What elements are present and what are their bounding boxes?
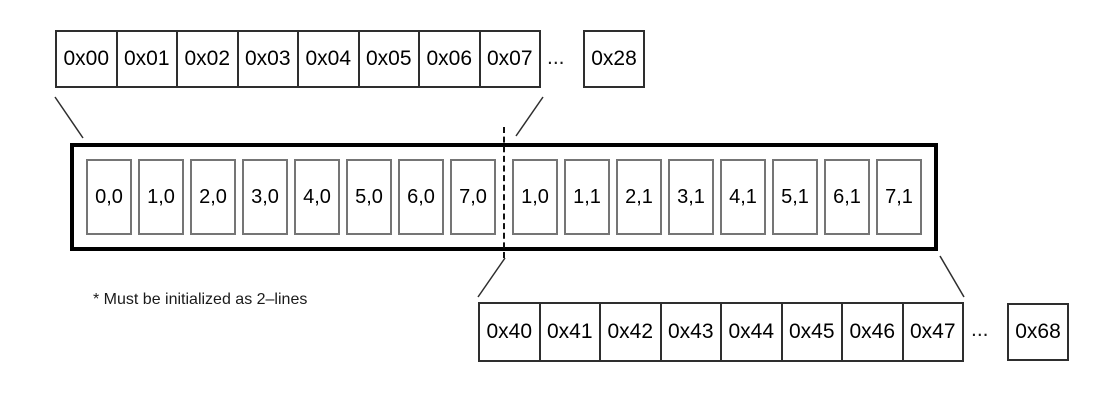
connector-bottom-right xyxy=(939,255,965,298)
element-cell: 1,0 xyxy=(512,159,558,235)
address-cell: 0x40 xyxy=(480,304,541,360)
address-cell: 0x47 xyxy=(909,320,956,343)
element-cell: 1,1 xyxy=(564,159,610,235)
address-cell: 0x01 xyxy=(118,32,178,86)
element-cell: 5,0 xyxy=(346,159,392,235)
bottom-row-ellipsis: ... xyxy=(971,318,989,341)
top-address-row: 0x00 0x01 0x02 0x03 0x04 0x05 0x06 0x07 xyxy=(55,30,541,88)
element-cell: 4,0 xyxy=(294,159,340,235)
address-cell: 0x04 xyxy=(299,32,360,86)
connector-top-left xyxy=(54,96,84,139)
address-cell-detached: 0x28 xyxy=(583,30,645,88)
element-cell: 5,1 xyxy=(772,159,818,235)
element-cell: 4,1 xyxy=(720,159,766,235)
address-cell: 0x05 xyxy=(360,32,420,86)
element-cell: 6,0 xyxy=(398,159,444,235)
address-cell: 0x42 xyxy=(601,304,662,360)
element-cell: 1,0 xyxy=(138,159,184,235)
element-cell: 7,0 xyxy=(450,159,496,235)
address-cell: 0x46 xyxy=(843,304,904,360)
top-row-ellipsis: ... xyxy=(547,46,565,69)
address-cell: 0x44 xyxy=(722,304,783,360)
element-cell: 7,1 xyxy=(876,159,922,235)
bottom-address-row: 0x40 0x41 0x42 0x43 0x44 0x45 0x46 0x47 xyxy=(478,302,964,362)
address-cell: 0x45 xyxy=(783,304,843,360)
line-split-dashed-divider xyxy=(503,127,505,258)
element-cell: 0,0 xyxy=(86,159,132,235)
connector-top-right xyxy=(515,96,544,137)
address-cell: 0x06 xyxy=(420,32,481,86)
address-cell: 0x03 xyxy=(239,32,299,86)
element-cell: 2,0 xyxy=(190,159,236,235)
element-cell: 3,0 xyxy=(242,159,288,235)
address-cell: 0x41 xyxy=(541,304,601,360)
element-cell: 3,1 xyxy=(668,159,714,235)
address-cell: 0x02 xyxy=(178,32,239,86)
footnote: * Must be initialized as 2–lines xyxy=(93,291,308,308)
connector-bottom-left xyxy=(477,257,506,298)
address-cell: 0x43 xyxy=(662,304,722,360)
element-cell: 6,1 xyxy=(824,159,870,235)
address-cell: 0x07 xyxy=(486,47,533,70)
element-cell: 2,1 xyxy=(616,159,662,235)
address-cell: 0x00 xyxy=(57,32,118,86)
address-cell-detached: 0x68 xyxy=(1007,303,1069,361)
